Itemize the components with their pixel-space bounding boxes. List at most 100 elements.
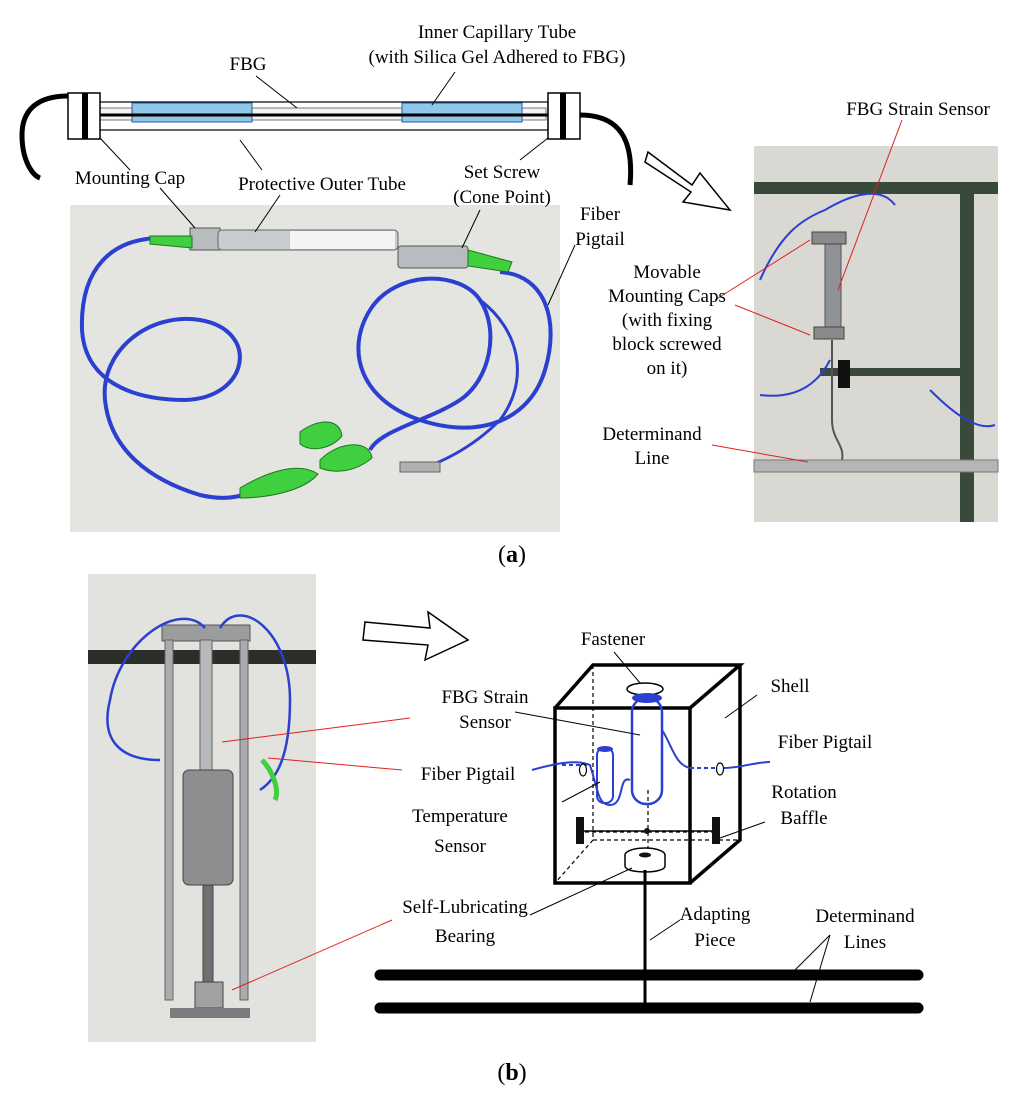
photo-green-plug-3 [319, 444, 373, 472]
label-temp-sensor-1: Temperature [412, 806, 508, 827]
label-inner-tube-1: Inner Capillary Tube [418, 22, 576, 43]
device-base [170, 1008, 250, 1018]
fiber-coil-left [79, 235, 262, 500]
strain-sensor-tube [630, 696, 664, 806]
photo-post [960, 182, 974, 522]
photo-green-plug-2 [299, 421, 343, 450]
device-schematic [374, 663, 924, 1014]
photo-green-plug-1 [239, 467, 319, 499]
rotation-baffle-right [712, 817, 720, 844]
fiber-port-right [715, 762, 725, 776]
bearing-body [624, 855, 666, 873]
panel-a-right-labels: FBG Strain Sensor Movable Mounting Caps … [602, 99, 990, 469]
photo-hook [831, 340, 844, 461]
fiber-coil-right-2 [419, 298, 519, 472]
label-movable-2: Mounting Caps [608, 286, 726, 307]
photo-baffle [838, 360, 850, 388]
label-strain-sensor: FBG Strain Sensor [846, 99, 990, 120]
installed-photo [753, 146, 999, 522]
label-fastener: Fastener [581, 629, 646, 650]
label-mounting-cap: Mounting Cap [75, 168, 185, 189]
label-determinand-b-2: Lines [844, 932, 886, 953]
photo-fibers [759, 192, 996, 428]
mounting-cap-left-band [82, 93, 88, 139]
arrow-b [362, 610, 470, 662]
right-fiber-pigtail [579, 112, 634, 186]
fiber-coil-right [356, 270, 553, 452]
panel-b-labels: Fastener Shell FBG Strain Sensor Fiber P… [402, 629, 915, 1086]
label-bearing-1: Self-Lubricating [402, 897, 528, 918]
device-green-connector [260, 758, 279, 802]
panel-a: FBG Inner Capillary Tube (with Silica Ge… [19, 22, 999, 568]
photo-cap-top [811, 231, 847, 245]
label-pigtail-1: Pigtail [575, 229, 625, 250]
fiber-right-outer [723, 761, 771, 769]
panel-a-letter: a [506, 542, 518, 568]
photo-connector-right [467, 249, 513, 273]
photo-cap-right [397, 245, 469, 269]
label-determinand-a-1: Determinand [602, 424, 702, 445]
fiber-left [531, 761, 631, 807]
label-inner-tube-2: (with Silica Gel Adhered to FBG) [369, 47, 626, 68]
label-shell: Shell [770, 676, 809, 697]
photo-sensor-body [824, 237, 842, 334]
label-movable-5: on it) [647, 358, 688, 379]
label-bearing-2: Bearing [435, 926, 496, 947]
label-fbg-sensor-1: FBG Strain [441, 687, 529, 708]
panel-b-letter: b [505, 1060, 518, 1086]
label-fbg-sensor-2: Sensor [459, 712, 511, 733]
label-rotation-2: Baffle [780, 808, 827, 829]
panel-a-caption: (a) [498, 542, 526, 568]
photo-ferrule [399, 461, 441, 473]
device-shaft [202, 884, 214, 986]
panel-b-caption: (b) [497, 1060, 526, 1086]
shaft-center [644, 828, 650, 834]
label-adapting-2: Piece [694, 930, 735, 951]
photo-crossbar-mid [820, 368, 965, 376]
label-fiber-pigtail-left: Fiber Pigtail [421, 764, 515, 785]
panel-a-leaders [99, 71, 576, 306]
device-bearing [194, 981, 224, 1009]
label-set-screw-2: (Cone Point) [453, 187, 551, 208]
arrow-a [644, 150, 732, 212]
panel-b-leaders [514, 651, 831, 1003]
label-outer-tube: Protective Outer Tube [238, 174, 406, 195]
mounting-cap-right-band [560, 93, 566, 139]
rotation-baffle-left [576, 817, 584, 844]
silica-gel-left [131, 102, 253, 123]
label-set-screw-1: Set Screw [464, 162, 541, 183]
label-determinand-a-2: Line [635, 448, 670, 469]
label-rotation-1: Rotation [771, 782, 837, 803]
panel-b: Fastener Shell FBG Strain Sensor Fiber P… [88, 574, 924, 1086]
bearing-hole [639, 852, 651, 858]
left-fiber-pigtail [19, 93, 69, 181]
box-front-face [553, 706, 692, 885]
device-rod-left [164, 639, 174, 1001]
temperature-sensor-top [597, 746, 613, 752]
device-rod-right [239, 639, 249, 1001]
label-determinand-b-1: Determinand [815, 906, 915, 927]
device-sensor-rod [199, 639, 213, 771]
panel-a-red-leaders [711, 119, 903, 463]
device-top-plate [161, 624, 251, 642]
box-right-face [688, 665, 742, 885]
label-movable-1: Movable [633, 262, 701, 283]
photo-cap-left [189, 227, 221, 251]
device-bearing-housing [182, 769, 234, 886]
strain-sensor-top [632, 693, 662, 703]
fiber-port-left [578, 763, 588, 777]
photo-connector-left [149, 235, 193, 249]
sensor-photo [70, 205, 560, 532]
label-adapting-1: Adapting [680, 904, 751, 925]
photo-determinand-line [753, 459, 999, 473]
label-movable-4: block screwed [612, 334, 722, 355]
label-fiber-1: Fiber [580, 204, 621, 225]
label-temp-sensor-2: Sensor [434, 836, 486, 857]
label-fbg: FBG [230, 54, 267, 75]
label-fiber-pigtail-right: Fiber Pigtail [778, 732, 872, 753]
photo-tape [290, 231, 395, 249]
label-movable-3: (with fixing [622, 310, 713, 331]
sensor-schematic [19, 92, 634, 186]
